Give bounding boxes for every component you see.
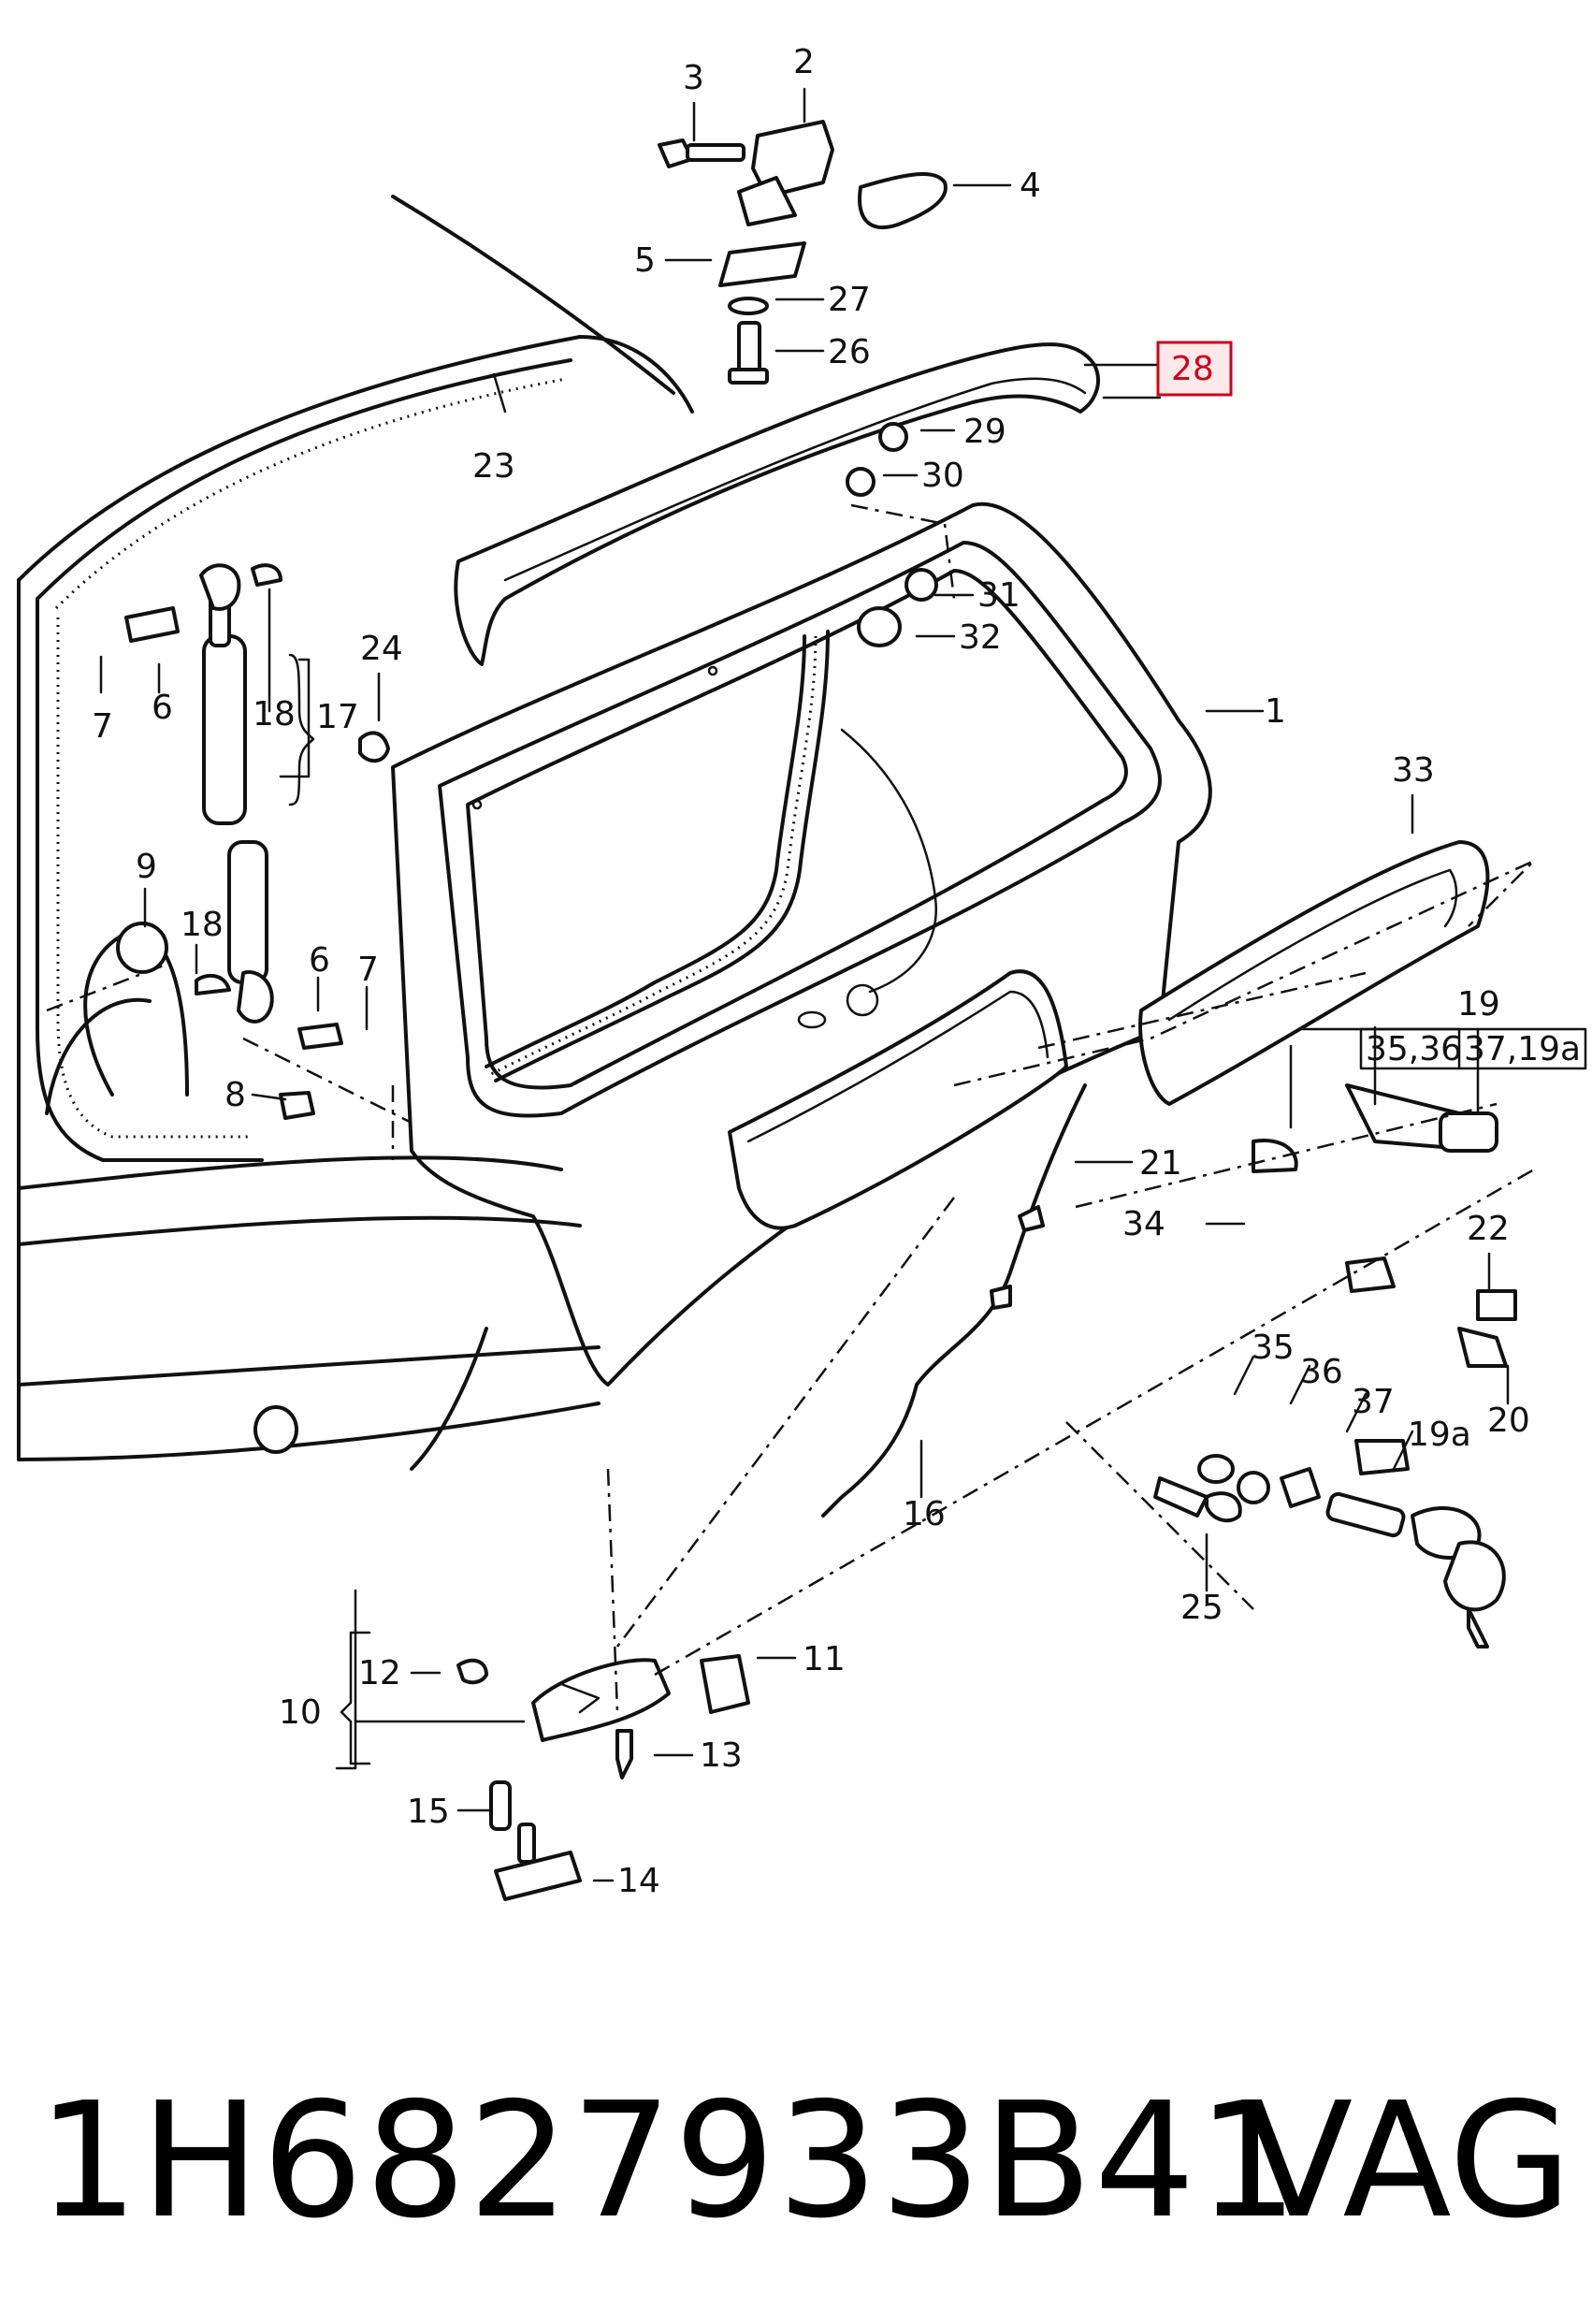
callout-16: 16	[903, 1495, 946, 1533]
callout-19: 19	[1457, 985, 1500, 1024]
callout-21: 21	[1139, 1144, 1182, 1183]
callout-27: 27	[828, 281, 871, 319]
gas-strut-upper	[199, 563, 247, 825]
callout-31: 31	[977, 576, 1020, 615]
callout-12: 12	[358, 1654, 401, 1692]
callout-15: 15	[407, 1793, 450, 1831]
callout-29: 29	[963, 413, 1006, 451]
assembly-guide-lines	[46, 503, 1535, 1713]
callout-7a: 7	[92, 707, 113, 746]
callout-36: 36	[1300, 1353, 1343, 1391]
callout-3536: 35,36	[1366, 1030, 1462, 1068]
callout-35: 35	[1252, 1329, 1295, 1367]
callout-23: 23	[472, 447, 515, 486]
group-brackets	[288, 653, 371, 1765]
callout-19a: 19a	[1408, 1416, 1471, 1454]
callout-8: 8	[224, 1076, 246, 1114]
callout-11: 11	[803, 1640, 846, 1678]
callout-9: 9	[136, 848, 157, 886]
callout-1: 1	[1265, 692, 1286, 731]
callout-3: 3	[683, 59, 704, 97]
callout-37: 37	[1352, 1383, 1395, 1421]
latch-assembly	[456, 1654, 750, 1901]
gas-strut-lower	[227, 840, 274, 1024]
brand-label: VAG	[1244, 2069, 1572, 2254]
callout-32: 32	[959, 618, 1002, 657]
callout-20: 20	[1487, 1402, 1530, 1440]
highlight-box-28	[1156, 341, 1233, 397]
callout-2: 2	[793, 43, 815, 81]
callout-5: 5	[634, 241, 656, 280]
callout-25: 25	[1180, 1589, 1223, 1627]
callout-33: 33	[1392, 751, 1435, 790]
callout-22: 22	[1467, 1210, 1510, 1248]
callout-13: 13	[700, 1736, 743, 1775]
release-cable	[821, 1083, 1087, 1518]
callout-28: 28	[1171, 350, 1214, 388]
tailgate-panel	[391, 501, 1212, 1387]
callout-24: 24	[360, 630, 403, 668]
callout-3719a: 37,19a	[1464, 1030, 1581, 1068]
tailgate-handle-assembly	[728, 840, 1490, 1230]
callout-box-lock-set	[1359, 1027, 1587, 1070]
footer: 1H6827933B41 VAG	[0, 2040, 1592, 2283]
callout-14: 14	[617, 1862, 660, 1900]
callout-6a: 6	[152, 689, 173, 727]
small-fasteners	[116, 422, 938, 1120]
hinge-assembly	[658, 120, 948, 385]
callout-34: 34	[1122, 1205, 1165, 1243]
car-body-outline	[17, 195, 694, 1471]
callout-18b: 18	[181, 906, 224, 944]
callout-6b: 6	[309, 941, 330, 980]
callout-26: 26	[828, 333, 871, 371]
callout-18a: 18	[253, 695, 296, 734]
callout-7b: 7	[357, 951, 379, 989]
rear-spoiler-part-28	[454, 342, 1100, 666]
callout-30: 30	[921, 457, 964, 495]
lock-cylinder-assembly	[1153, 1083, 1517, 1649]
callout-4: 4	[1020, 167, 1041, 205]
callout-17: 17	[316, 698, 359, 736]
callout-10: 10	[279, 1693, 322, 1732]
part-number: 1H6827933B41	[37, 2069, 1301, 2254]
callout-numbers: 1 2 3 4 5 27 26 28 29 30 31 32 23 24 18 …	[92, 43, 1581, 1900]
